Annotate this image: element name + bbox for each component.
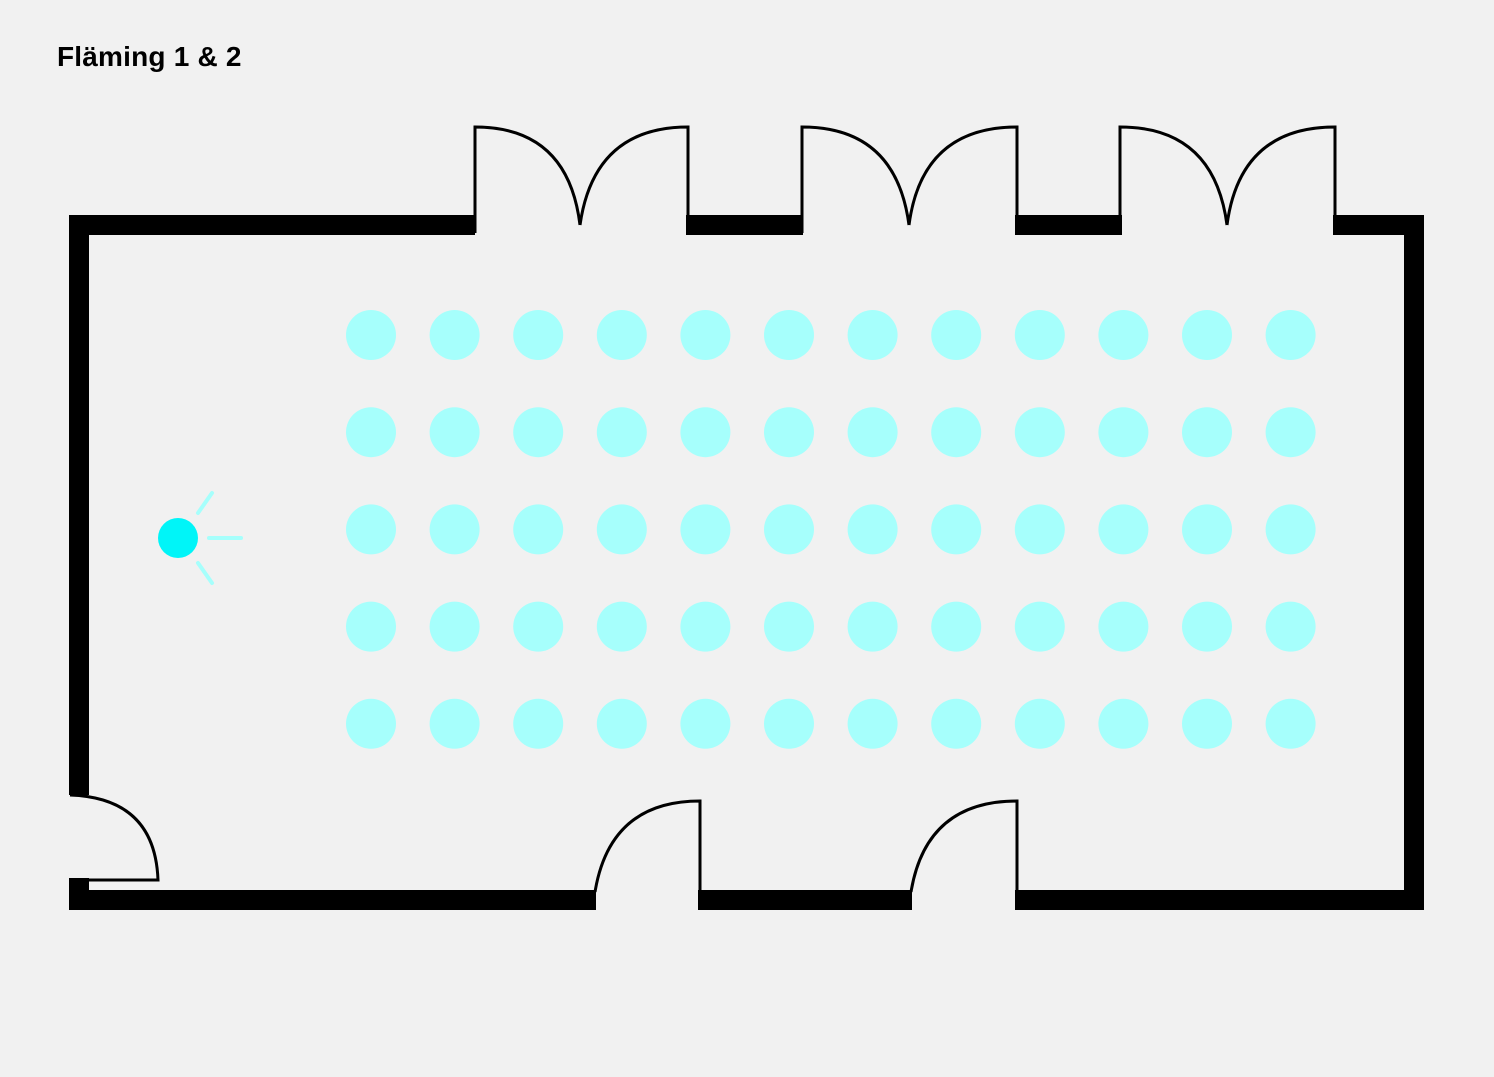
chair-icon [1182, 698, 1232, 749]
doors [69, 125, 1337, 893]
chair-icon [680, 310, 731, 360]
chair-icon [513, 698, 564, 749]
chair-icon [764, 504, 814, 555]
chair-icon [429, 601, 480, 652]
chair-icon [513, 601, 564, 652]
wall-right [1404, 215, 1424, 910]
chair-icon [596, 601, 647, 652]
speaker-dot [158, 518, 198, 558]
chair-icon [1265, 310, 1316, 360]
chair-icon [764, 698, 814, 749]
chair-icon [764, 601, 814, 652]
chair-icon [429, 407, 480, 458]
chair-icon [346, 407, 396, 458]
wall-bottom-1 [69, 890, 596, 910]
wall-top-1 [69, 215, 475, 235]
wall-top-3 [1015, 215, 1122, 235]
chair-icon [931, 407, 982, 458]
chair-icon [1098, 504, 1149, 555]
chair-icon [596, 310, 647, 360]
chair-icon [931, 310, 982, 360]
chair-icon [1098, 698, 1149, 749]
chair-icon [1098, 601, 1149, 652]
chair-icon [1014, 310, 1065, 360]
wall-top-4 [1333, 215, 1424, 235]
chair-icon [1098, 407, 1149, 458]
chair-icon [931, 601, 982, 652]
chair-icon [1182, 601, 1232, 652]
chair-icon [429, 310, 480, 360]
door-swing-icon [593, 799, 702, 893]
room-walls [69, 215, 1424, 910]
chair-icon [931, 504, 982, 555]
wall-bottom-3 [1015, 890, 1424, 910]
chair-icon [1265, 698, 1316, 749]
chair-icon [847, 698, 898, 749]
wall-left [69, 215, 89, 795]
door-swing-icon [473, 125, 582, 233]
chair-icon [1098, 310, 1149, 360]
wall-top-2 [686, 215, 803, 235]
chair-icon [1182, 407, 1232, 458]
wall-bottom-2 [698, 890, 912, 910]
chair-icon [680, 504, 731, 555]
speaker-ray-bottom [196, 561, 214, 585]
chair-icon [513, 504, 564, 555]
chair-icon [764, 310, 814, 360]
chair-icon [1014, 407, 1065, 458]
chair-icon [931, 698, 982, 749]
chair-icon [596, 504, 647, 555]
chair-icon [680, 407, 731, 458]
chair-icon [680, 601, 731, 652]
door-swing-icon [907, 125, 1019, 233]
door-swing-icon [909, 799, 1019, 893]
door-swing-icon [1225, 125, 1337, 233]
room-title: Fläming 1 & 2 [57, 41, 242, 72]
chair-icon [1014, 504, 1065, 555]
chair-icon [847, 601, 898, 652]
chair-icon [764, 407, 814, 458]
chair-icon [847, 310, 898, 360]
chair-icon [1265, 407, 1316, 458]
chair-icon [513, 310, 564, 360]
chair-icon [429, 698, 480, 749]
chair-icon [847, 504, 898, 555]
chair-icon [1014, 698, 1065, 749]
chair-icon [346, 698, 396, 749]
door-swing-icon [800, 125, 911, 233]
speaker-position-icon [158, 491, 243, 585]
door-swing-icon [578, 125, 690, 233]
chair-icon [596, 407, 647, 458]
chair-icon [847, 407, 898, 458]
chair-icon [596, 698, 647, 749]
chair-icon [1182, 504, 1232, 555]
chair-icon [1265, 504, 1316, 555]
seating-area [346, 310, 1316, 749]
chair-icon [680, 698, 731, 749]
door-swing-icon [69, 793, 160, 882]
chair-icon [346, 601, 396, 652]
chair-icon [513, 407, 564, 458]
chair-icon [1014, 601, 1065, 652]
chair-icon [1265, 601, 1316, 652]
speaker-ray-top [196, 491, 214, 515]
chair-icon [346, 310, 396, 360]
chair-icon [429, 504, 480, 555]
chair-icon [1182, 310, 1232, 360]
door-swing-icon [1118, 125, 1229, 233]
chair-icon [346, 504, 396, 555]
